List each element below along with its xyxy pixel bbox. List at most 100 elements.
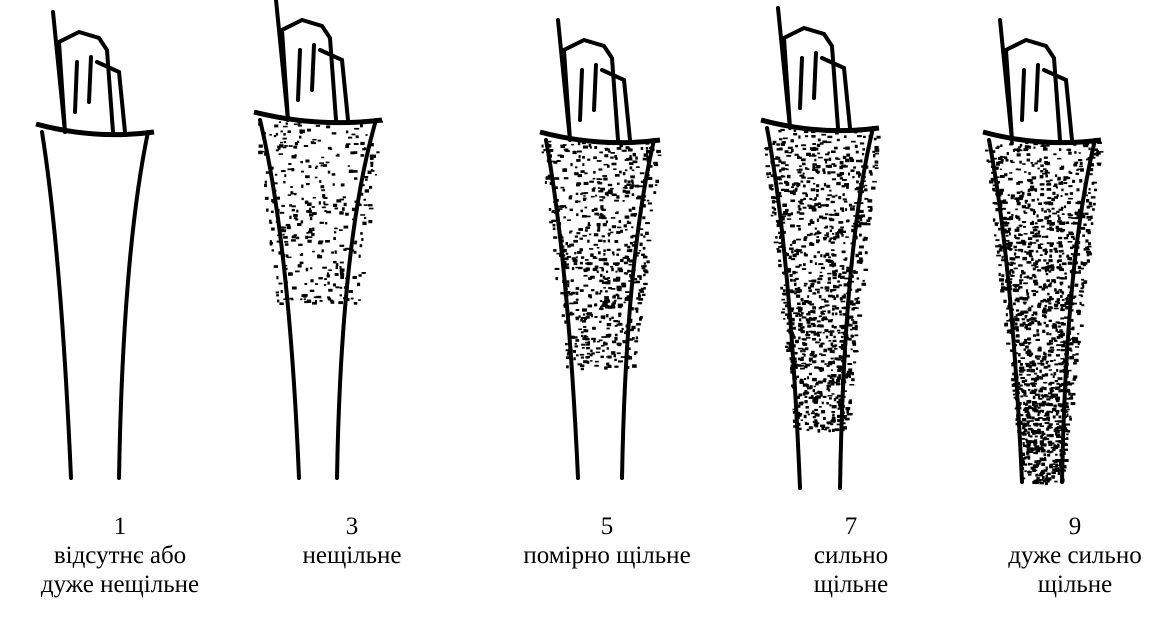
hair-dot — [781, 189, 784, 191]
hair-dot — [1054, 340, 1057, 342]
hair-dot — [340, 262, 344, 264]
hair-dot — [608, 334, 611, 337]
hair-dot — [573, 336, 578, 338]
hair-dot — [845, 236, 849, 238]
hair-dot — [587, 353, 590, 355]
hair-dot — [850, 207, 855, 210]
hair-dot — [1024, 408, 1028, 410]
hair-dot — [1067, 335, 1069, 337]
hair-dot — [1081, 215, 1086, 219]
hair-dot — [581, 256, 584, 259]
hair-dot — [581, 344, 585, 346]
hair-dot — [1059, 148, 1061, 151]
hair-dot — [794, 283, 796, 286]
hair-dot — [646, 150, 651, 153]
hair-dot — [1054, 304, 1059, 306]
hair-dot — [1050, 347, 1054, 349]
hair-dot — [832, 273, 837, 277]
hair-dot — [790, 318, 795, 321]
hair-dot — [1057, 215, 1059, 217]
hair-dot — [592, 209, 594, 212]
hair-dot — [1058, 217, 1061, 220]
hair-dot — [827, 171, 830, 174]
hair-dot — [1021, 311, 1024, 314]
hair-dot — [597, 181, 600, 183]
hair-dot — [1048, 441, 1053, 444]
hair-dot — [1068, 331, 1071, 335]
hair-dot — [1089, 148, 1091, 151]
hair-dot — [791, 360, 793, 362]
hair-dot — [1003, 199, 1006, 202]
hair-dot — [1038, 259, 1041, 262]
hair-dot — [1059, 266, 1063, 269]
hair-dot — [843, 147, 846, 149]
hair-dot — [814, 386, 816, 388]
hair-dot — [569, 196, 572, 200]
hair-dot — [354, 177, 357, 180]
hair-dot — [1058, 363, 1061, 365]
hair-dot — [1093, 203, 1096, 206]
hair-dot — [1033, 274, 1036, 276]
hair-dot — [542, 152, 544, 154]
hair-dot — [1009, 248, 1012, 251]
hair-dot — [1064, 416, 1067, 418]
hair-dot — [300, 298, 302, 300]
hair-dot — [1008, 178, 1013, 181]
hair-dot — [306, 232, 308, 234]
hair-dot — [1018, 382, 1020, 385]
hair-dot — [821, 134, 826, 136]
hair-dot — [1088, 219, 1092, 221]
hair-dot — [1000, 289, 1004, 292]
hair-dot — [829, 340, 832, 342]
hair-dot — [354, 143, 359, 145]
hair-dot — [1022, 433, 1026, 436]
hair-dot — [833, 285, 836, 288]
hair-dot — [1015, 209, 1018, 211]
hair-dot — [1065, 193, 1069, 195]
hair-dot — [1044, 322, 1046, 324]
hair-dot — [634, 353, 637, 355]
hair-dot — [1014, 246, 1017, 249]
hair-dot — [279, 283, 283, 285]
hair-dot — [639, 207, 642, 210]
hair-dot — [637, 197, 641, 199]
hair-dot — [800, 350, 803, 352]
hair-dot — [834, 348, 838, 350]
hair-dot — [801, 176, 805, 178]
hair-dot — [376, 151, 379, 153]
hair-dot — [296, 210, 298, 213]
hair-dot — [822, 168, 825, 171]
hair-dot — [1012, 320, 1015, 323]
hair-dot — [1052, 449, 1055, 451]
hair-dot — [1035, 436, 1038, 438]
hair-dot — [599, 280, 603, 283]
hair-dot — [1088, 157, 1090, 159]
hair-dot — [853, 215, 856, 217]
hair-dot — [1035, 162, 1038, 164]
hair-dot — [616, 254, 619, 256]
hair-dot — [827, 273, 831, 275]
hair-dot — [625, 190, 630, 193]
hair-dot — [602, 258, 607, 261]
hair-dot — [1080, 213, 1084, 216]
hair-dot — [1055, 250, 1058, 253]
hair-dot — [829, 214, 833, 216]
hair-dot — [1076, 253, 1080, 256]
hair-dot — [1046, 398, 1050, 400]
hair-dot — [600, 290, 603, 292]
hair-dot — [1013, 284, 1017, 286]
hair-dot — [346, 131, 348, 134]
hair-dot — [1064, 273, 1067, 275]
hair-dot — [1062, 467, 1064, 469]
hair-dot — [1057, 349, 1061, 351]
hair-dot — [1028, 463, 1032, 465]
hair-dot — [841, 395, 844, 397]
hair-dot — [643, 287, 645, 290]
hair-dot — [854, 130, 857, 133]
hair-dot — [603, 287, 606, 289]
hair-dot — [839, 341, 844, 343]
hair-dot — [1061, 207, 1064, 209]
hair-dot — [779, 242, 782, 244]
hair-dot — [601, 356, 604, 359]
hair-dot — [625, 359, 627, 361]
